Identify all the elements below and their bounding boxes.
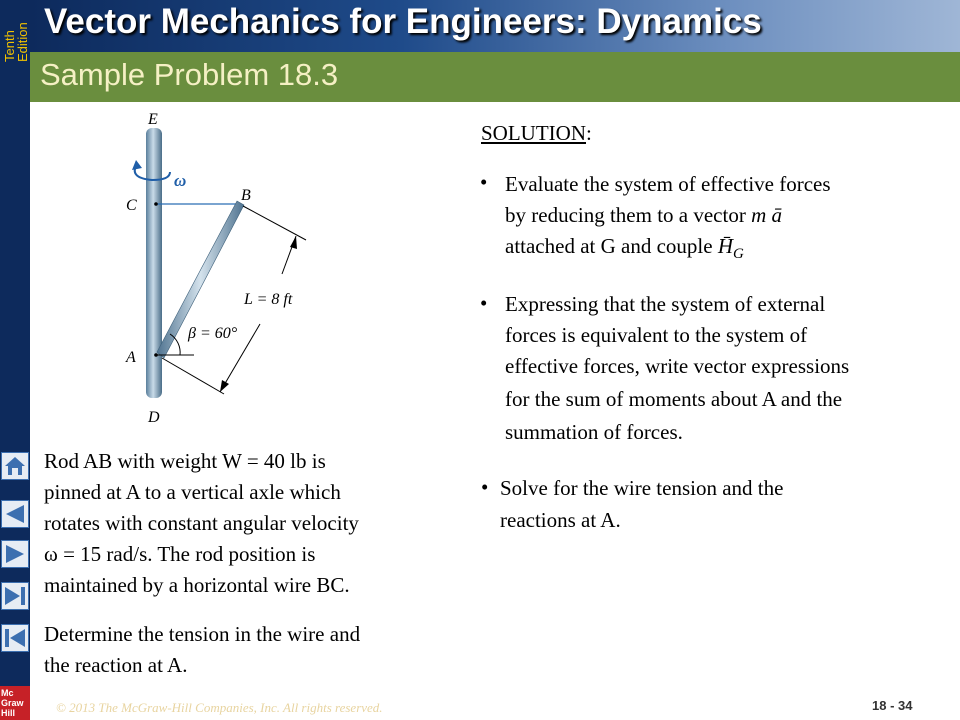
solution-line: for the sum of moments about A and the bbox=[505, 387, 843, 411]
problem-line: Determine the tension in the wire and bbox=[44, 622, 361, 646]
bullet-marker: • bbox=[480, 170, 488, 194]
omega-arrow bbox=[133, 165, 171, 182]
point-c bbox=[154, 202, 158, 206]
solution-line: forces is equivalent to the system of bbox=[505, 323, 808, 347]
solution-line: Expressing that the system of external bbox=[505, 292, 826, 316]
slide-title: Sample Problem 18.3 bbox=[40, 57, 339, 92]
label-c: C bbox=[126, 197, 137, 214]
previous-button[interactable] bbox=[1, 500, 29, 528]
next-icon bbox=[6, 545, 24, 563]
problem-line: ω = 15 rad/s. The rod position is bbox=[44, 542, 316, 566]
logo-line: Graw bbox=[1, 698, 24, 708]
first-icon bbox=[5, 629, 25, 647]
book-title: Vector Mechanics for Engineers: Dynamics bbox=[44, 2, 762, 41]
dim-ext-bottom bbox=[161, 357, 225, 395]
page-number: 18 - 34 bbox=[872, 698, 913, 713]
label-beta: β = 60° bbox=[187, 325, 238, 342]
solution-line: by reducing them to a vector m ā bbox=[505, 200, 782, 231]
home-button[interactable] bbox=[1, 452, 29, 480]
publisher-logo: Mc Graw Hill bbox=[0, 686, 30, 720]
rod-axle-figure: E C B ω L = 8 ft β = 60° A D bbox=[125, 111, 307, 426]
header-bar: Vector Mechanics for Engineers: Dynamics bbox=[30, 0, 960, 52]
dim-line-lower bbox=[219, 323, 261, 393]
omega-arrowhead bbox=[132, 160, 142, 170]
solution-line: attached at G and couple H̄G bbox=[505, 231, 744, 270]
home-icon bbox=[5, 457, 25, 475]
solution-line: reactions at A. bbox=[500, 508, 621, 532]
solution-text: attached at G and couple bbox=[505, 234, 713, 258]
next-button[interactable] bbox=[1, 540, 29, 568]
solution-text: by reducing them to a vector bbox=[505, 203, 746, 227]
logo-line: Mc bbox=[1, 688, 14, 698]
vector-ma: m ā bbox=[751, 203, 783, 227]
dim-arrow-bottom bbox=[220, 380, 229, 392]
last-button[interactable] bbox=[1, 582, 29, 610]
solution-heading-text: SOLUTION bbox=[481, 121, 586, 145]
solution-line: Evaluate the system of effective forces bbox=[505, 172, 831, 196]
dim-ext-top bbox=[242, 205, 307, 241]
solution-line: summation of forces. bbox=[505, 420, 683, 444]
problem-line: the reaction at A. bbox=[44, 653, 188, 677]
problem-line: pinned at A to a vertical axle which bbox=[44, 480, 341, 504]
label-e: E bbox=[147, 111, 158, 128]
edition-label: Tenth Edition bbox=[1, 2, 30, 62]
logo-line: Hill bbox=[1, 708, 16, 718]
solution-heading: SOLUTION: bbox=[481, 121, 592, 146]
label-a: A bbox=[125, 349, 136, 366]
copyright-text: © 2013 The McGraw-Hill Companies, Inc. A… bbox=[56, 700, 383, 715]
problem-line: rotates with constant angular velocity bbox=[44, 511, 359, 535]
label-d: D bbox=[147, 409, 160, 426]
vertical-axle bbox=[146, 128, 162, 398]
couple-subscript: G bbox=[733, 246, 744, 263]
last-icon bbox=[5, 587, 25, 605]
problem-line: Rod AB with weight W = 40 lb is bbox=[44, 449, 326, 473]
rod-ab bbox=[156, 200, 245, 359]
slide-title-bar: Sample Problem 18.3 bbox=[30, 52, 960, 102]
problem-line: maintained by a horizontal wire BC. bbox=[44, 573, 350, 597]
solution-line: effective forces, write vector expressio… bbox=[505, 354, 850, 378]
label-b: B bbox=[241, 187, 251, 204]
couple-h: H̄ bbox=[717, 234, 733, 258]
first-button[interactable] bbox=[1, 624, 29, 652]
bullet-marker: • bbox=[480, 291, 488, 315]
label-l: L = 8 ft bbox=[243, 291, 293, 308]
edition-text: Tenth Edition bbox=[2, 22, 30, 62]
left-sidebar bbox=[0, 0, 30, 720]
dim-arrow-top bbox=[290, 236, 297, 249]
bullet-marker: • bbox=[481, 475, 489, 499]
solution-heading-colon: : bbox=[586, 121, 592, 145]
previous-icon bbox=[6, 505, 24, 523]
solution-line: Solve for the wire tension and the bbox=[500, 476, 784, 500]
beta-arc bbox=[169, 333, 181, 356]
label-omega: ω bbox=[174, 171, 186, 190]
